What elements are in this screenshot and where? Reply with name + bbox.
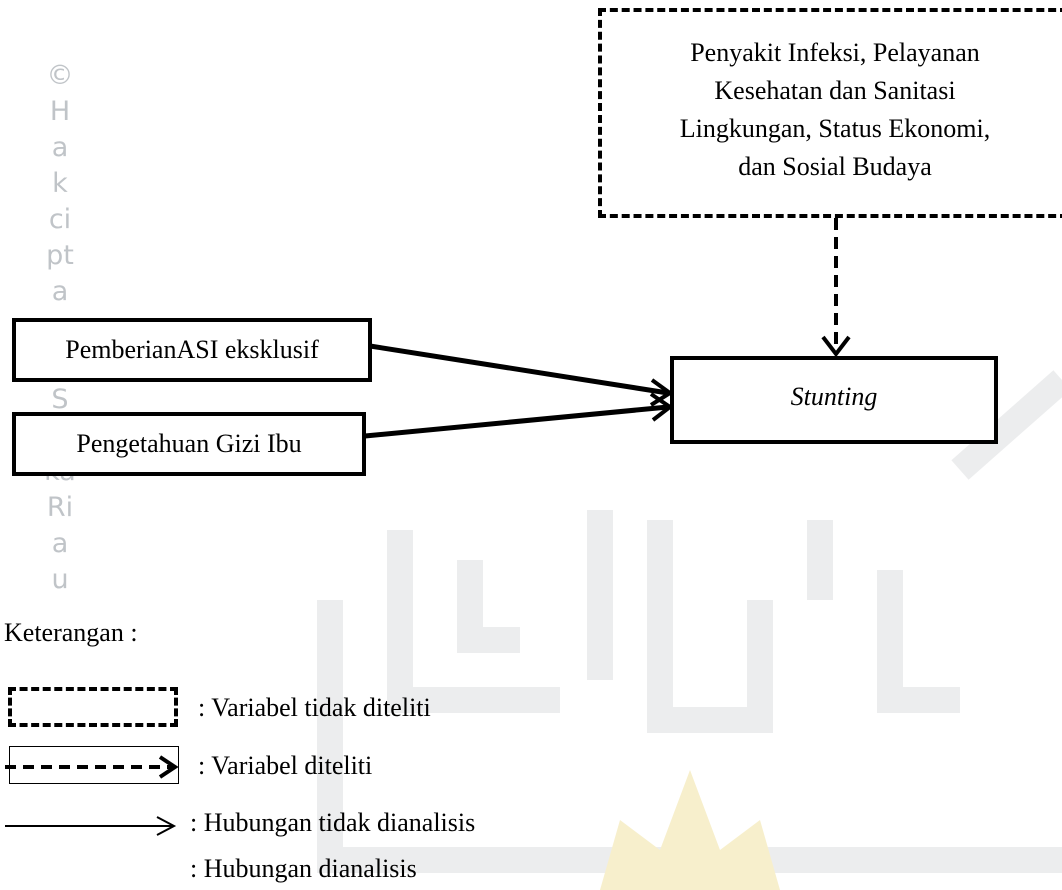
pengetahuan-gizi-label: Pengetahuan Gizi Ibu (76, 429, 302, 458)
dashed-arrow-external-to-stunting (821, 218, 851, 358)
legend-title: Keterangan : (4, 618, 138, 647)
external-factors-line-1: Penyakit Infeksi, Pelayanan (690, 38, 980, 67)
external-factors-line-2: Kesehatan dan Sanitasi (714, 76, 956, 105)
legend-label-variabel-diteliti: : Variabel diteliti (198, 751, 373, 780)
arrow-gizi-to-stunting (364, 392, 674, 439)
external-factors-line-4: dan Sosial Budaya (738, 152, 932, 181)
stunting-label: Stunting (790, 382, 878, 411)
legend-dashed-box-sample (8, 687, 178, 727)
arrow-asi-to-stunting (369, 343, 674, 407)
legend-solid-box-sample (9, 746, 179, 784)
asi-eksklusif-box: PemberianASI eksklusif (12, 318, 372, 382)
asi-eksklusif-label: PemberianASI eksklusif (65, 335, 319, 364)
external-factors-line-3: Lingkungan, Status Ekonomi, (679, 114, 991, 143)
legend-dashed-arrow-sample (5, 755, 179, 779)
legend-solid-arrow-sample (5, 816, 177, 836)
external-factors-box: Penyakit Infeksi, Pelayanan Kesehatan da… (598, 8, 1062, 218)
legend-label-hubungan-dianalisis: : Hubungan dianalisis (190, 854, 417, 883)
pengetahuan-gizi-box: Pengetahuan Gizi Ibu (12, 412, 366, 476)
stunting-box: Stunting (670, 356, 998, 444)
legend-label-variabel-tidak-diteliti: : Variabel tidak diteliti (198, 693, 431, 722)
legend-label-hubungan-tidak-dianalisis: : Hubungan tidak dianalisis (190, 808, 476, 837)
